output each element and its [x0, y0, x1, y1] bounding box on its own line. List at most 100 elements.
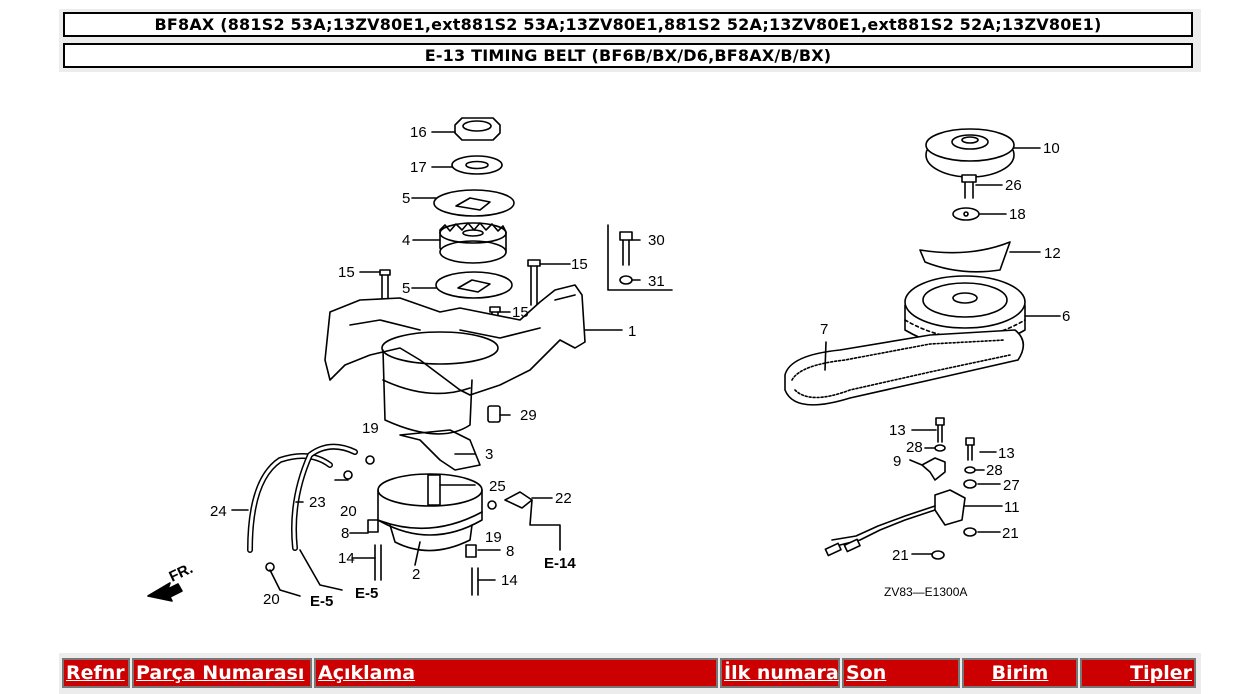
driven-pulley-6: [904, 275, 1026, 349]
ref-e5b: E-5: [355, 585, 378, 602]
model-title: BF8AX (881S2 53A;13ZV80E1,ext881S2 53A;1…: [63, 12, 1193, 37]
callout-31: 31: [648, 273, 665, 290]
callout-17: 17: [410, 159, 427, 176]
cover-2: [377, 473, 483, 552]
callout-2: 2: [412, 566, 420, 583]
callout-21a: 21: [1002, 525, 1019, 542]
washer-5a: [433, 189, 515, 217]
sort-refnr-link[interactable]: Refnr: [66, 662, 125, 684]
callout-1: 1: [628, 323, 636, 340]
sort-unit-link[interactable]: Birim: [991, 662, 1049, 684]
callout-14a: 14: [338, 550, 355, 567]
callout-4: 4: [402, 232, 410, 249]
callout-10: 10: [1043, 140, 1060, 157]
callout-23: 23: [309, 494, 326, 511]
callout-18: 18: [1009, 206, 1026, 223]
washer-28b: [964, 466, 976, 474]
callout-6: 6: [1062, 308, 1070, 325]
sort-last-link[interactable]: Son: [846, 662, 887, 684]
nut-part: [454, 117, 501, 141]
callout-12: 12: [1044, 245, 1061, 262]
washer-18: [952, 207, 980, 221]
callout-20a: 20: [340, 503, 357, 520]
bolt-30: [619, 231, 633, 266]
callout-28a: 28: [906, 439, 923, 456]
callout-28b: 28: [986, 462, 1003, 479]
callout-8b: 8: [506, 543, 514, 560]
nut-27: [963, 479, 977, 489]
bracket-1: [324, 284, 586, 471]
callout-5b: 5: [402, 280, 410, 297]
callout-26: 26: [1005, 177, 1022, 194]
callout-21b: 21: [892, 547, 909, 564]
section-title: E-13 TIMING BELT (BF6B/BX/D6,BF8AX/B/BX): [63, 43, 1193, 68]
callout-5a: 5: [402, 190, 410, 207]
sort-description-link[interactable]: Açıklama: [318, 662, 416, 684]
timing-belt-7: [784, 329, 1025, 406]
washer-5b: [435, 271, 513, 299]
bolt-14b: [471, 567, 479, 596]
ref-e5a: E-5: [310, 593, 333, 610]
sort-part-number-link[interactable]: Parça Numarası: [136, 662, 305, 684]
drawing-code: ZV83—E1300A: [884, 585, 967, 599]
callout-29: 29: [520, 407, 537, 424]
flywheel-cover-10: [925, 128, 1015, 178]
bolt-26: [961, 174, 977, 199]
fitting-29: [487, 405, 501, 423]
fitting-8b: [465, 544, 477, 558]
pulser-coil-11: [824, 489, 966, 557]
sort-types-link[interactable]: Tipler: [1130, 662, 1192, 684]
bolt-13b: [965, 437, 975, 461]
sort-first-number-link[interactable]: İlk numara: [724, 662, 839, 684]
bolt-15a: [379, 269, 391, 301]
callout-15a: 15: [338, 264, 355, 281]
col-last[interactable]: Son: [842, 658, 960, 688]
callout-7: 7: [820, 321, 828, 338]
elbow-22: [504, 491, 533, 509]
bracket-9: [921, 457, 946, 481]
bolt-14a: [374, 544, 382, 581]
ref-e14: E-14: [544, 555, 576, 572]
col-part-number[interactable]: Parça Numarası: [132, 658, 312, 688]
callout-30: 30: [648, 232, 665, 249]
callout-13a: 13: [889, 422, 906, 439]
plate-12: [919, 241, 1011, 273]
header-panel: BF8AX (881S2 53A;13ZV80E1,ext881S2 53A;1…: [59, 9, 1201, 72]
nut-21b: [931, 550, 945, 560]
drive-pulley-4: [439, 222, 507, 264]
clip-19a: [365, 455, 375, 465]
clip-19b: [487, 500, 497, 510]
callout-15c: 15: [512, 304, 529, 321]
callout-19b: 19: [485, 529, 502, 546]
callout-16: 16: [410, 124, 427, 141]
callout-9: 9: [893, 453, 901, 470]
callout-14b: 14: [501, 572, 518, 589]
parts-diagram: 16 17 5 4 15 5 30 15 31 15 1 29 19 3 25 …: [147, 117, 1070, 610]
washer-31: [619, 275, 633, 285]
clip-20a: [343, 470, 353, 480]
callout-27: 27: [1003, 477, 1020, 494]
callout-24: 24: [210, 503, 227, 520]
callout-13b: 13: [998, 445, 1015, 462]
table-header-bar: Refnr Parça Numarası Açıklama İlk numara…: [59, 653, 1201, 694]
col-description[interactable]: Açıklama: [314, 658, 718, 688]
fitting-8a: [367, 519, 379, 533]
col-types[interactable]: Tipler: [1080, 658, 1196, 688]
front-label: FR.: [167, 560, 196, 586]
callout-3: 3: [485, 446, 493, 463]
hose-24: [247, 453, 333, 553]
washer-17: [451, 155, 503, 175]
col-refnr[interactable]: Refnr: [62, 658, 130, 688]
bolt-13a: [935, 417, 945, 443]
callout-25: 25: [489, 478, 506, 495]
callout-15b: 15: [571, 256, 588, 273]
callout-8a: 8: [341, 525, 349, 542]
col-unit[interactable]: Birim: [962, 658, 1078, 688]
callout-20b: 20: [263, 591, 280, 608]
hose-23: [291, 443, 358, 551]
callout-19a: 19: [362, 420, 379, 437]
callout-11: 11: [1004, 499, 1020, 516]
col-first-number[interactable]: İlk numara: [720, 658, 840, 688]
callout-22: 22: [555, 490, 572, 507]
washer-28a: [934, 444, 946, 452]
